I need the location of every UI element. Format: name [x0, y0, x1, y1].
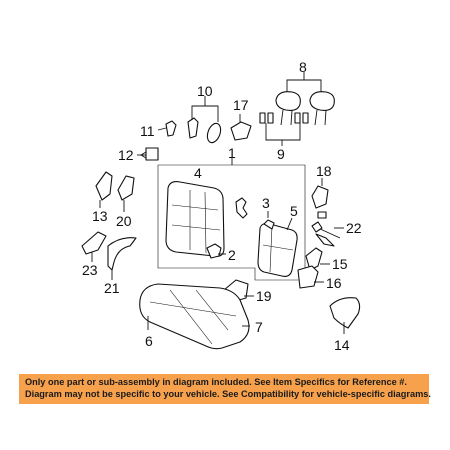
callout-12: 12: [118, 147, 134, 163]
cover-part-23: [81, 231, 107, 255]
notice-line-2: Diagram may not be specific to your vehi…: [25, 389, 431, 399]
side-shield-14: [329, 297, 361, 329]
callout-13: 13: [92, 208, 108, 224]
bracket-part-11: [165, 120, 177, 137]
clip-part-18b: [317, 211, 327, 219]
headrest-guide-part: [235, 197, 248, 219]
seat-back-cushion-right: [257, 222, 298, 277]
trim-covers: [187, 117, 222, 144]
callout-9: 9: [277, 146, 285, 162]
callout-14: 14: [334, 337, 350, 353]
seat-back-latch-part: [206, 243, 222, 259]
seat-cushion: [139, 283, 250, 350]
seat-back-hinge: [263, 219, 275, 230]
callout-10: 10: [197, 83, 213, 99]
callout-21: 21: [104, 280, 120, 296]
callout-20: 20: [116, 213, 132, 229]
callout-15: 15: [332, 256, 348, 272]
bracket-part-18: [311, 185, 329, 209]
callout-5: 5: [290, 203, 298, 219]
clip-part-12: [145, 147, 159, 161]
callout-17: 17: [233, 97, 249, 113]
callout-1: 1: [228, 145, 236, 161]
callout-16: 16: [326, 275, 342, 291]
rod-part-22: [311, 221, 341, 247]
bracket-part-20: [117, 175, 135, 201]
callout-18: 18: [316, 163, 332, 179]
callout-3: 3: [262, 195, 270, 211]
seat-back-cushion-left: [165, 181, 225, 257]
headrest-guides: [259, 112, 309, 124]
seat-back-frame-outline: [157, 164, 306, 281]
notice-line-1: Only one part or sub-assembly in diagram…: [25, 377, 407, 387]
callout-7: 7: [255, 319, 263, 335]
callout-8: 8: [299, 59, 307, 75]
bracket-part-13: [95, 171, 113, 201]
callout-19: 19: [256, 288, 272, 304]
callout-22: 22: [346, 220, 362, 236]
headrest-assemblies: [275, 91, 335, 126]
callout-6: 6: [145, 333, 153, 349]
trim-part-16: [297, 265, 319, 289]
callout-23: 23: [82, 262, 98, 278]
compatibility-notice-banner: Only one part or sub-assembly in diagram…: [19, 374, 431, 404]
callout-11: 11: [140, 123, 155, 139]
bezel-part-17: [230, 121, 252, 141]
callout-2: 2: [228, 247, 236, 263]
callout-4: 4: [194, 165, 202, 181]
trim-strip-21: [107, 237, 137, 271]
